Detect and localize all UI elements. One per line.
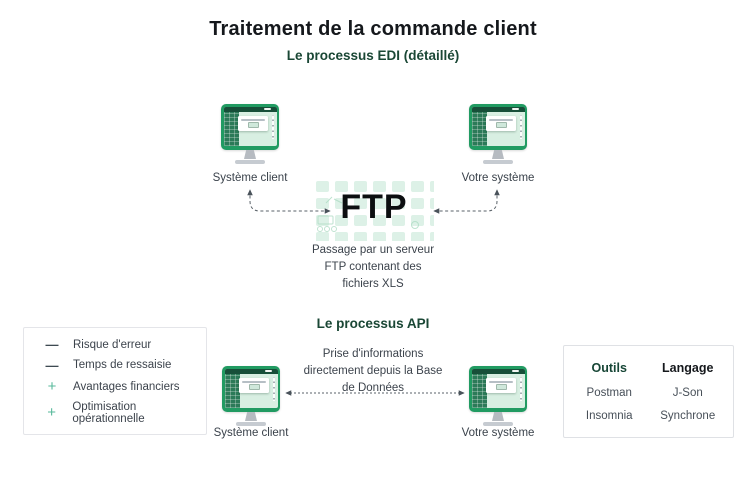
server-pattern-decoration — [314, 179, 434, 241]
table-row: Insomnia Synchrone — [570, 410, 727, 422]
monitor-titlebar — [224, 368, 278, 374]
api-system-label: Votre système — [461, 427, 535, 439]
monitor-screen — [471, 106, 525, 146]
dialog-box-icon — [237, 115, 268, 131]
edi-client-label: Système client — [212, 172, 288, 184]
monitor-stand — [492, 412, 504, 421]
table-cell: Postman — [586, 386, 632, 399]
monitor-illustration — [222, 366, 280, 426]
toolbar-strip-icon — [271, 113, 276, 141]
edi-system-label: Votre système — [461, 172, 535, 184]
minus-icon: — — [45, 357, 59, 373]
spreadsheet-grid-icon — [471, 111, 487, 146]
window-controls-icon — [511, 370, 519, 372]
monitor-screen — [471, 368, 525, 408]
dialog-box-icon — [485, 377, 516, 393]
table-row: Postman J-Son — [570, 387, 727, 399]
spreadsheet-grid-icon — [224, 373, 240, 408]
list-item: — Temps de ressaisie — [24, 358, 206, 373]
spreadsheet-grid-icon — [223, 111, 239, 146]
monitor-base — [483, 422, 513, 426]
benefit-label: Risque d'erreur — [73, 338, 152, 351]
edi-section-subtitle: Le processus EDI (détaillé) — [286, 48, 460, 63]
monitor-base — [236, 422, 266, 426]
monitor-screen — [224, 368, 278, 408]
plus-icon: + — [47, 378, 57, 396]
monitor-titlebar — [471, 106, 525, 112]
monitor-stand — [245, 412, 257, 421]
table-cell: Synchrone — [660, 409, 716, 422]
monitor-illustration — [469, 104, 527, 164]
monitor-bezel — [469, 366, 527, 412]
minus-icon: — — [45, 337, 59, 353]
edi-caption: Passage par un serveur FTP contenant des… — [311, 244, 435, 290]
monitor-illustration — [221, 104, 279, 164]
api-client-label: Système client — [213, 427, 289, 439]
benefit-label: Avantages financiers — [73, 380, 180, 393]
edi-right-connector-arrow — [433, 189, 500, 214]
monitor-titlebar — [471, 368, 525, 374]
monitor-bezel — [221, 104, 279, 150]
table-cell: J-Son — [672, 386, 703, 399]
column-header: Outils — [591, 361, 627, 376]
table-cell: Insomnia — [585, 409, 633, 422]
list-item: + Avantages financiers — [24, 378, 206, 395]
monitor-screen — [223, 106, 277, 146]
window-controls-icon — [264, 370, 272, 372]
tools-table: Outils Langage Postman J-Son Insomnia Sy… — [563, 345, 734, 438]
monitor-stand — [492, 150, 504, 159]
list-item: + Optimisation opérationnelle — [24, 401, 206, 425]
list-item: — Risque d'erreur — [24, 337, 206, 352]
api-section-heading: Le processus API — [316, 316, 430, 331]
toolbar-strip-icon — [272, 375, 277, 403]
window-controls-icon — [511, 108, 519, 110]
benefits-panel: — Risque d'erreur — Temps de ressaisie +… — [23, 327, 207, 435]
monitor-stand — [244, 150, 256, 159]
benefit-label: Temps de ressaisie — [73, 359, 172, 372]
toolbar-strip-icon — [519, 375, 524, 403]
column-header: Langage — [662, 361, 714, 376]
benefit-label: Optimisation opérationnelle — [72, 400, 145, 425]
api-caption: Prise d'informations directement depuis … — [303, 348, 443, 394]
monitor-base — [483, 160, 513, 164]
toolbar-strip-icon — [519, 113, 524, 141]
table-header-row: Outils Langage — [570, 361, 727, 375]
spreadsheet-grid-icon — [471, 373, 487, 408]
monitor-bezel — [222, 366, 280, 412]
monitor-titlebar — [223, 106, 277, 112]
dialog-box-icon — [485, 115, 516, 131]
page-title: Traitement de la commande client — [209, 18, 537, 40]
monitor-illustration — [469, 366, 527, 426]
monitor-base — [235, 160, 265, 164]
ftp-hub-label: FTP — [340, 188, 408, 226]
dialog-box-icon — [238, 377, 269, 393]
window-controls-icon — [263, 108, 271, 110]
plus-icon: + — [47, 404, 57, 422]
monitor-bezel — [469, 104, 527, 150]
